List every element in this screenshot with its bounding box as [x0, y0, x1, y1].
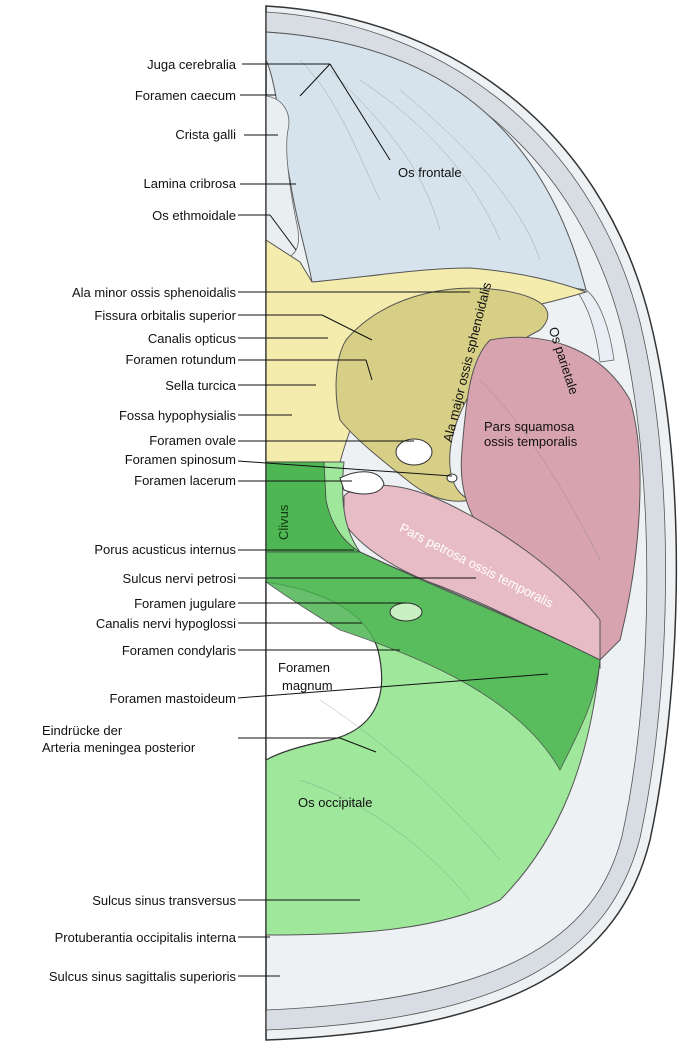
- label-fissura-orbitalis: Fissura orbitalis superior: [94, 308, 236, 323]
- label-foramen-lacerum: Foramen lacerum: [134, 473, 236, 488]
- label-foramen-caecum: Foramen caecum: [134, 88, 236, 103]
- label-foramen-spinosum: Foramen spinosum: [124, 452, 236, 467]
- region-label-pars-squamosa-2: ossis temporalis: [484, 434, 578, 449]
- texture-lines: [299, 59, 601, 901]
- leader-lines: [237, 63, 549, 977]
- label-juga-cerebralia: Juga cerebralia: [147, 57, 236, 72]
- label-protuberantia: Protuberantia occipitalis interna: [54, 930, 236, 945]
- label-foramen-jugulare: Foramen jugulare: [134, 596, 236, 611]
- label-eindruecke: Eindrücke der: [42, 723, 123, 738]
- label-foramen-condylaris: Foramen condylaris: [121, 643, 236, 658]
- pars-petrosa-region: [343, 484, 601, 669]
- label-lamina-cribrosa: Lamina cribrosa: [143, 176, 237, 191]
- label-foramen-mastoideum: Foramen mastoideum: [109, 691, 236, 706]
- region-label-foramen-magnum-2: magnum: [282, 678, 333, 693]
- label-foramen-rotundum: Foramen rotundum: [125, 352, 236, 367]
- label-porus-acusticus: Porus acusticus internus: [94, 542, 236, 557]
- region-label-os-occipitale: Os occipitale: [298, 795, 373, 810]
- foramen-jugulare-hole: [389, 602, 423, 622]
- label-sulcus-sagittalis: Sulcus sinus sagittalis superioris: [48, 969, 236, 984]
- region-label-foramen-magnum-1: Foramen: [278, 660, 331, 675]
- foramen-ovale-hole: [395, 438, 433, 466]
- label-canalis-hypoglossi: Canalis nervi hypoglossi: [95, 616, 236, 631]
- foramen-spinosum-hole: [446, 473, 458, 483]
- region-label-pars-squamosa-1: Pars squamosa: [484, 419, 575, 434]
- label-ala-minor: Ala minor ossis sphenoidalis: [71, 285, 236, 300]
- label-fossa-hypophysialis: Fossa hypophysialis: [118, 408, 236, 423]
- label-sella-turcica: Sella turcica: [165, 378, 236, 393]
- region-label-clivus: Clivus: [276, 504, 291, 540]
- label-sulcus-transversus: Sulcus sinus transversus: [92, 893, 236, 908]
- label-canalis-opticus: Canalis opticus: [147, 331, 236, 346]
- label-sulcus-nervi-petrosi: Sulcus nervi petrosi: [122, 571, 236, 586]
- label-crista-galli: Crista galli: [175, 127, 236, 142]
- region-label-os-frontale: Os frontale: [398, 165, 462, 180]
- occipital-dark-band: [265, 551, 601, 771]
- label-arteria-meningea: Arteria meningea posterior: [42, 740, 196, 755]
- os-parietale-region: [575, 289, 615, 363]
- label-os-ethmoidale: Os ethmoidale: [152, 208, 236, 223]
- foramen-lacerum-hole: [339, 471, 385, 495]
- label-foramen-ovale: Foramen ovale: [149, 433, 236, 448]
